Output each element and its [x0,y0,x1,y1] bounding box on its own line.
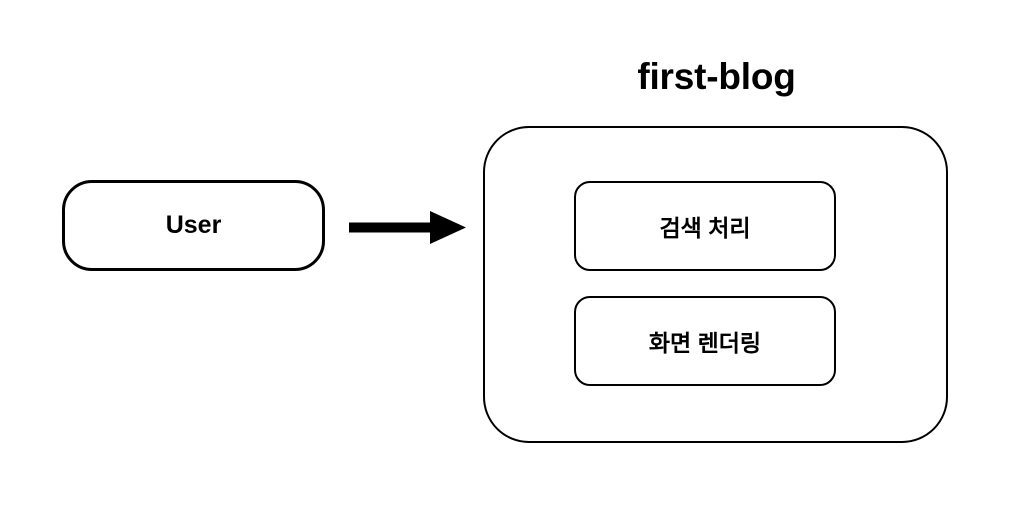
node-search-processing-label: 검색 처리 [659,215,751,241]
node-screen-rendering[interactable]: 화면 렌더링 [574,296,836,386]
node-user-label: User [165,211,222,239]
node-screen-rendering-label: 화면 렌더링 [648,330,762,356]
arrow-head-icon [430,211,466,244]
edge-user-to-first-blog [349,211,466,244]
subgraph-container-first-blog [483,126,948,443]
node-user[interactable]: User [62,180,325,271]
node-search-processing[interactable]: 검색 처리 [574,181,836,271]
subgraph-title: first-blog [637,56,796,97]
